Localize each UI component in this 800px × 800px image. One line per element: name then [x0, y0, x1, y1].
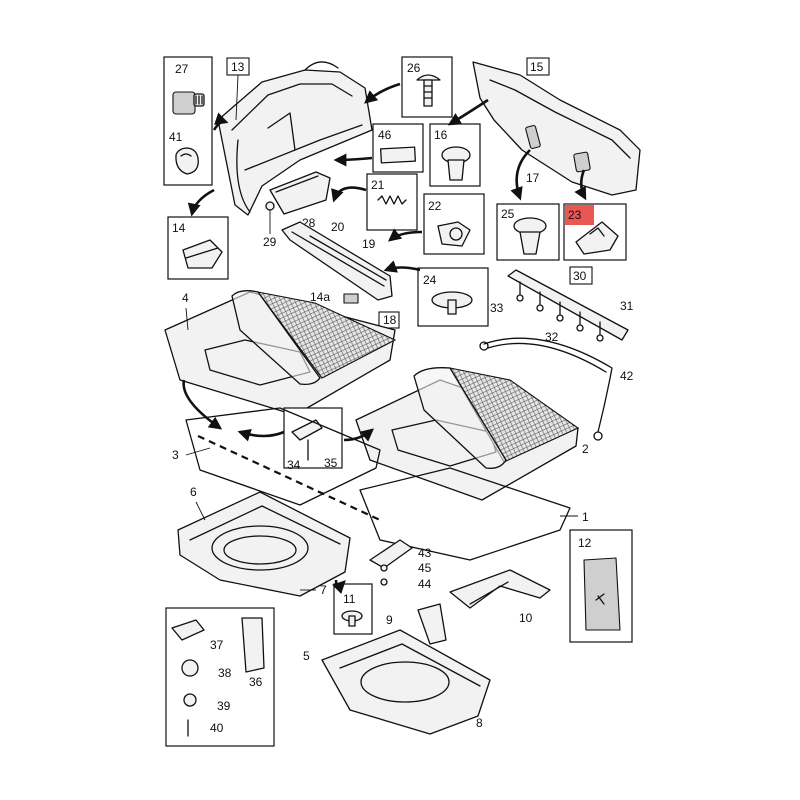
detail-box-24: 24 — [417, 267, 489, 327]
label-44: 44 — [418, 577, 432, 591]
label-39: 39 — [217, 699, 231, 713]
detail-box-12: 12 — [569, 529, 633, 643]
label-40: 40 — [210, 721, 224, 735]
label-38: 38 — [218, 666, 232, 680]
cover-panel-15 — [472, 61, 641, 196]
label-11: 11 — [343, 592, 356, 606]
detail-box-16: 16 — [429, 123, 481, 187]
clip-ring-icon — [175, 147, 199, 175]
assembly-arrows — [182, 82, 489, 594]
label-43: 43 — [418, 546, 432, 560]
label-36: 36 — [249, 675, 263, 689]
label-12: 12 — [578, 536, 592, 550]
push-clip-icon — [513, 217, 547, 255]
detail-box-22: 22 — [423, 193, 485, 255]
label-7: 7 — [320, 583, 327, 597]
label-21: 21 — [371, 178, 385, 192]
detail-box-34-35: 34 35 — [283, 407, 343, 472]
label-16: 16 — [434, 128, 448, 142]
label-26: 26 — [407, 61, 421, 75]
label-46: 46 — [378, 128, 392, 142]
floor-tray-5 — [321, 629, 491, 735]
spare-wheel-well-6 — [177, 491, 351, 597]
detail-box-21: 21 — [366, 173, 418, 231]
label-18: 18 — [383, 313, 397, 327]
bracket-36-icon — [241, 617, 265, 673]
detail-box-37-40: 37 38 39 40 36 — [165, 607, 275, 747]
label-10: 10 — [519, 611, 533, 625]
label-37: 37 — [210, 638, 224, 652]
sill-strip-20 — [281, 221, 393, 301]
wing-nut-icon — [171, 619, 205, 641]
label-6: 6 — [190, 485, 197, 499]
label-2: 2 — [582, 442, 589, 456]
bracket-clip-icon — [575, 221, 619, 255]
label-13: 13 — [231, 60, 245, 74]
cargo-net-2 — [413, 367, 580, 469]
label-8: 8 — [476, 716, 483, 730]
label-24: 24 — [423, 273, 437, 287]
screw-clip-icon — [437, 221, 471, 247]
detail-box-26: 26 — [401, 56, 453, 118]
label-15: 15 — [530, 60, 544, 74]
label-29: 29 — [263, 235, 277, 249]
label-4: 4 — [182, 291, 189, 305]
detail-box-46: 46 — [372, 123, 424, 173]
label-35: 35 — [324, 456, 338, 470]
volvo-clip-icon — [172, 91, 205, 115]
side-trim-panel-13 — [217, 61, 373, 216]
washer-39-icon — [183, 693, 197, 707]
label-22: 22 — [428, 199, 442, 213]
floor-mat-1 — [359, 467, 571, 561]
label-41: 41 — [169, 130, 183, 144]
highlight-marker-23 — [565, 205, 594, 225]
label-25: 25 — [501, 207, 515, 221]
label-14: 14 — [172, 221, 186, 235]
detail-box-23: 23 — [563, 203, 627, 261]
nut-38-icon — [181, 659, 199, 677]
label-19: 19 — [362, 237, 376, 251]
label-32: 32 — [545, 330, 559, 344]
detail-box-11: 11 — [333, 583, 373, 635]
label-1: 1 — [582, 510, 589, 524]
bracket-43 — [369, 539, 413, 586]
label-33: 33 — [490, 301, 504, 315]
detail-box-25: 25 — [496, 203, 560, 261]
label-27: 27 — [175, 62, 189, 76]
label-23: 23 — [568, 208, 582, 222]
bungee-cord-42 — [479, 337, 613, 441]
label-45: 45 — [418, 561, 432, 575]
storage-tray-28 — [269, 171, 331, 215]
label-3: 3 — [172, 448, 179, 462]
floor-mat-3 — [185, 407, 381, 521]
bracket-10 — [449, 569, 551, 609]
clip-14a-icon — [343, 293, 359, 304]
label-14a: 14a — [310, 290, 330, 304]
push-pin-icon — [416, 74, 441, 107]
label-17: 17 — [526, 171, 540, 185]
label-9: 9 — [386, 613, 393, 627]
detail-box-27-41: 27 41 — [163, 56, 213, 186]
label-34: 34 — [287, 458, 301, 472]
hook-rail-30 — [507, 269, 629, 342]
label-42: 42 — [620, 369, 634, 383]
screw-29-icon — [265, 201, 275, 211]
clip-fastener-icon — [441, 146, 471, 181]
detail-box-14: 14 — [167, 216, 229, 280]
cargo-net-4 — [231, 290, 397, 386]
label-30: 30 — [573, 269, 587, 283]
label-5: 5 — [303, 649, 310, 663]
label-31: 31 — [620, 299, 634, 313]
bracket-9 — [417, 603, 447, 645]
label-20: 20 — [331, 220, 345, 234]
